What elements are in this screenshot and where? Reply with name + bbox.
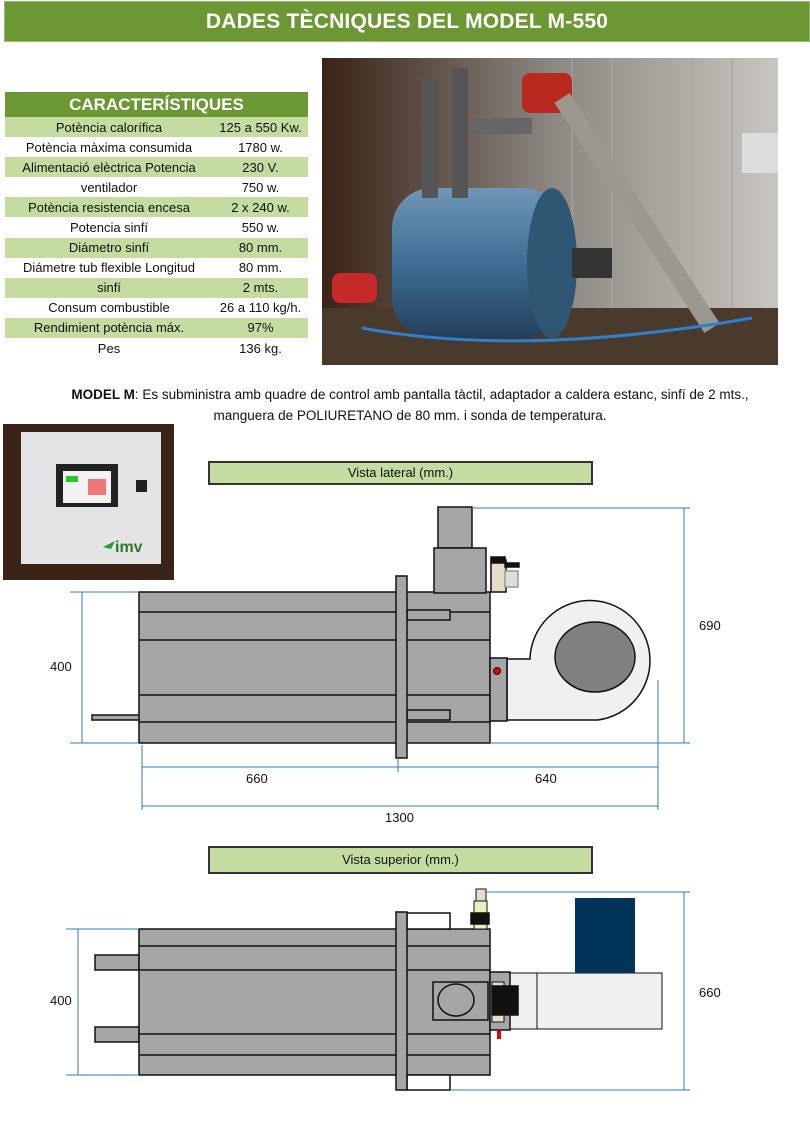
spec-label: Diámetre tub flexible Longitud <box>23 260 195 276</box>
spec-value: 750 w. <box>241 179 280 195</box>
top-total-width-label: 660 <box>699 985 721 1000</box>
top-view-drawing <box>94 888 663 1091</box>
side-total-height-label: 690 <box>699 618 721 633</box>
model-label: MODEL M <box>71 387 135 402</box>
spec-label: sinfí <box>5 277 213 298</box>
spec-row: Potencia sinfí 550 w. <box>5 217 308 237</box>
boiler-photo <box>322 58 778 365</box>
top-view-title: Vista superior (mm.) <box>208 846 593 874</box>
spec-value: 125 a 550 Kw. <box>213 117 308 138</box>
spec-label: Pes <box>97 340 121 356</box>
spec-label: Consum combustible <box>48 300 170 316</box>
spec-label: Potència màxima consumida <box>25 139 193 155</box>
side-length-a-label: 660 <box>246 771 268 786</box>
spec-row: Diámetre tub flexible Longitud 80 mm. <box>5 258 308 278</box>
spec-value: 80 mm. <box>213 237 308 258</box>
page-title: DADES TÈCNIQUES DEL MODEL M-550 <box>4 1 810 42</box>
spec-row: Potència màxima consumida 1780 w. <box>5 137 308 157</box>
spec-label: ventilador <box>80 179 138 195</box>
spec-value: 550 w. <box>241 220 280 236</box>
side-view-drawing <box>91 506 651 759</box>
control-panel-photo: imv <box>3 424 174 580</box>
spec-value: 2 mts. <box>213 277 308 298</box>
side-length-b-label: 640 <box>535 771 557 786</box>
spec-row: Rendimient potència máx.97% <box>5 317 308 339</box>
side-total-length-label: 1300 <box>385 810 414 825</box>
imv-logo: imv <box>115 539 143 556</box>
spec-row: Pes 136 kg. <box>5 338 308 358</box>
spec-value: 136 kg. <box>239 340 282 356</box>
specs-heading: CARACTERÍSTIQUES <box>5 92 308 117</box>
model-description: MODEL M: Es subministra amb quadre de co… <box>40 384 780 426</box>
spec-value: 80 mm. <box>238 260 283 276</box>
spec-value: 26 a 110 kg/h. <box>219 300 302 316</box>
spec-value: 230 V. <box>213 157 308 178</box>
spec-label: Alimentació elèctrica Potencia <box>5 157 213 178</box>
spec-value: 2 x 240 w. <box>213 197 308 218</box>
spec-row: Consum combustible 26 a 110 kg/h. <box>5 298 308 318</box>
model-description-text: : Es subministra amb quadre de control a… <box>134 387 749 423</box>
spec-label: Potència calorífica <box>5 117 213 138</box>
spec-label: Rendimient potència máx. <box>5 317 213 339</box>
top-height-label: 400 <box>50 993 72 1008</box>
spec-value: 97% <box>213 317 308 339</box>
top-view-dimensions <box>66 891 690 1091</box>
spec-label: Potencia sinfí <box>69 220 149 236</box>
spec-row: ventilador 750 w. <box>5 177 308 197</box>
spec-label: Diámetro sinfí <box>5 237 213 258</box>
side-height-label: 400 <box>50 659 72 674</box>
side-view-dimensions <box>70 507 690 810</box>
spec-label: Potència resistencia encesa <box>5 197 213 218</box>
spec-value: 1780 w. <box>238 139 283 155</box>
side-view-title: Vista lateral (mm.) <box>208 461 593 485</box>
